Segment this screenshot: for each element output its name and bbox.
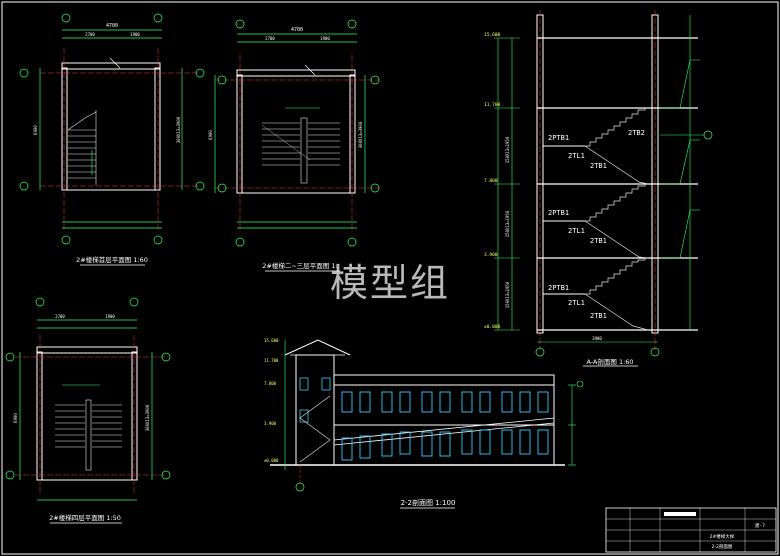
svg-text:4700: 4700 [106, 23, 118, 29]
svg-text:7.800: 7.800 [264, 381, 277, 386]
section-22-title: 2-2剖面图 1:100 [401, 498, 456, 507]
svg-text:2PTB1: 2PTB1 [548, 134, 569, 142]
svg-text:11.700: 11.700 [484, 102, 501, 108]
svg-text:2#楼梯大样: 2#楼梯大样 [710, 533, 735, 540]
svg-text:15.600: 15.600 [264, 338, 279, 343]
svg-text:3.900: 3.900 [484, 252, 498, 258]
svg-text:6900: 6900 [13, 413, 18, 423]
title-block: 2#楼梯大样 2-2剖面图 建-7 [605, 507, 777, 553]
svg-text:150X13=1950: 150X13=1950 [505, 136, 510, 163]
svg-text:2TB1: 2TB1 [590, 312, 607, 320]
plan-ground-floor: 4700 2700 1900 6900 300X13=3900 [19, 13, 205, 266]
svg-text:300X13=3900: 300X13=3900 [145, 404, 150, 431]
svg-text:2PTB1: 2PTB1 [548, 284, 569, 292]
svg-text:2700: 2700 [85, 32, 95, 37]
svg-text:2TL1: 2TL1 [568, 227, 585, 235]
svg-text:1900: 1900 [320, 36, 330, 41]
svg-text:3900: 3900 [592, 336, 602, 341]
svg-text:建-7: 建-7 [755, 522, 765, 529]
svg-text:11.700: 11.700 [264, 358, 279, 363]
svg-text:3.900: 3.900 [264, 421, 277, 426]
svg-text:2700: 2700 [55, 314, 65, 319]
svg-text:150X13=1950: 150X13=1950 [505, 210, 510, 237]
plan-ground-title: 2#楼梯首层平面图 1:60 [76, 255, 148, 264]
svg-text:±0.000: ±0.000 [264, 458, 279, 463]
svg-text:6900: 6900 [208, 130, 213, 140]
svg-text:4700: 4700 [291, 27, 303, 33]
plan-floor-4: 2700 1900 6900 300X13=3900 [5, 297, 171, 524]
svg-text:2TL1: 2TL1 [568, 299, 585, 307]
section-a-a: 15.600 11.700 7.800 3.900 ±0.000 150X13=… [484, 10, 713, 367]
section-2-2: 15.600 11.700 7.800 3.900 ±0.000 2-2剖面图 … [264, 338, 584, 509]
watermark: 模型组 [330, 261, 451, 305]
svg-text:150X13=1950: 150X13=1950 [505, 281, 510, 308]
svg-text:2TB2: 2TB2 [628, 129, 645, 137]
plan-4-title: 2#楼梯四层平面图 1:50 [49, 513, 121, 522]
svg-text:2-2剖面图: 2-2剖面图 [712, 543, 733, 550]
svg-text:±0.000: ±0.000 [484, 324, 501, 330]
svg-text:15.600: 15.600 [484, 32, 501, 38]
plan-floor-2-3: 4700 2700 1900 6900 300X13=3900 [208, 19, 380, 272]
svg-text:2700: 2700 [265, 36, 275, 41]
svg-text:1900: 1900 [130, 32, 140, 37]
svg-text:2TB1: 2TB1 [590, 162, 607, 170]
svg-text:2PTB1: 2PTB1 [548, 209, 569, 217]
plan-2-3-title: 2#楼梯二~三层平面图 1: [262, 261, 337, 270]
svg-text:1900: 1900 [105, 314, 115, 319]
svg-text:300X13=3900: 300X13=3900 [176, 116, 181, 143]
svg-text:2TL1: 2TL1 [568, 152, 585, 160]
svg-text:300X13=3900: 300X13=3900 [358, 121, 363, 148]
svg-text:6900: 6900 [33, 125, 38, 135]
section-aa-title: A-A剖面图 1:60 [586, 357, 633, 366]
svg-text:7.800: 7.800 [484, 178, 498, 184]
svg-text:2TB1: 2TB1 [590, 237, 607, 245]
